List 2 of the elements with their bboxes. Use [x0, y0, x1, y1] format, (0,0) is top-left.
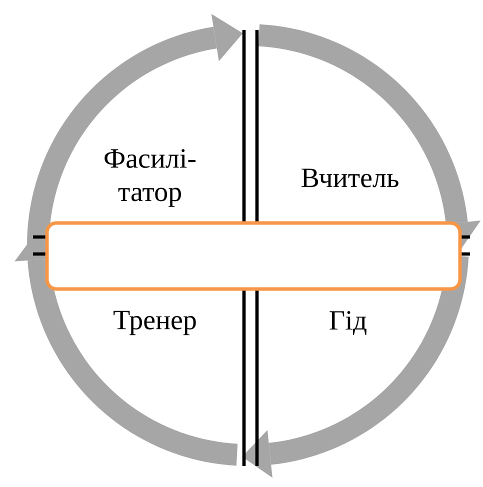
- quadrant-label: Вчитель: [302, 168, 398, 188]
- empty-box: [45, 221, 462, 291]
